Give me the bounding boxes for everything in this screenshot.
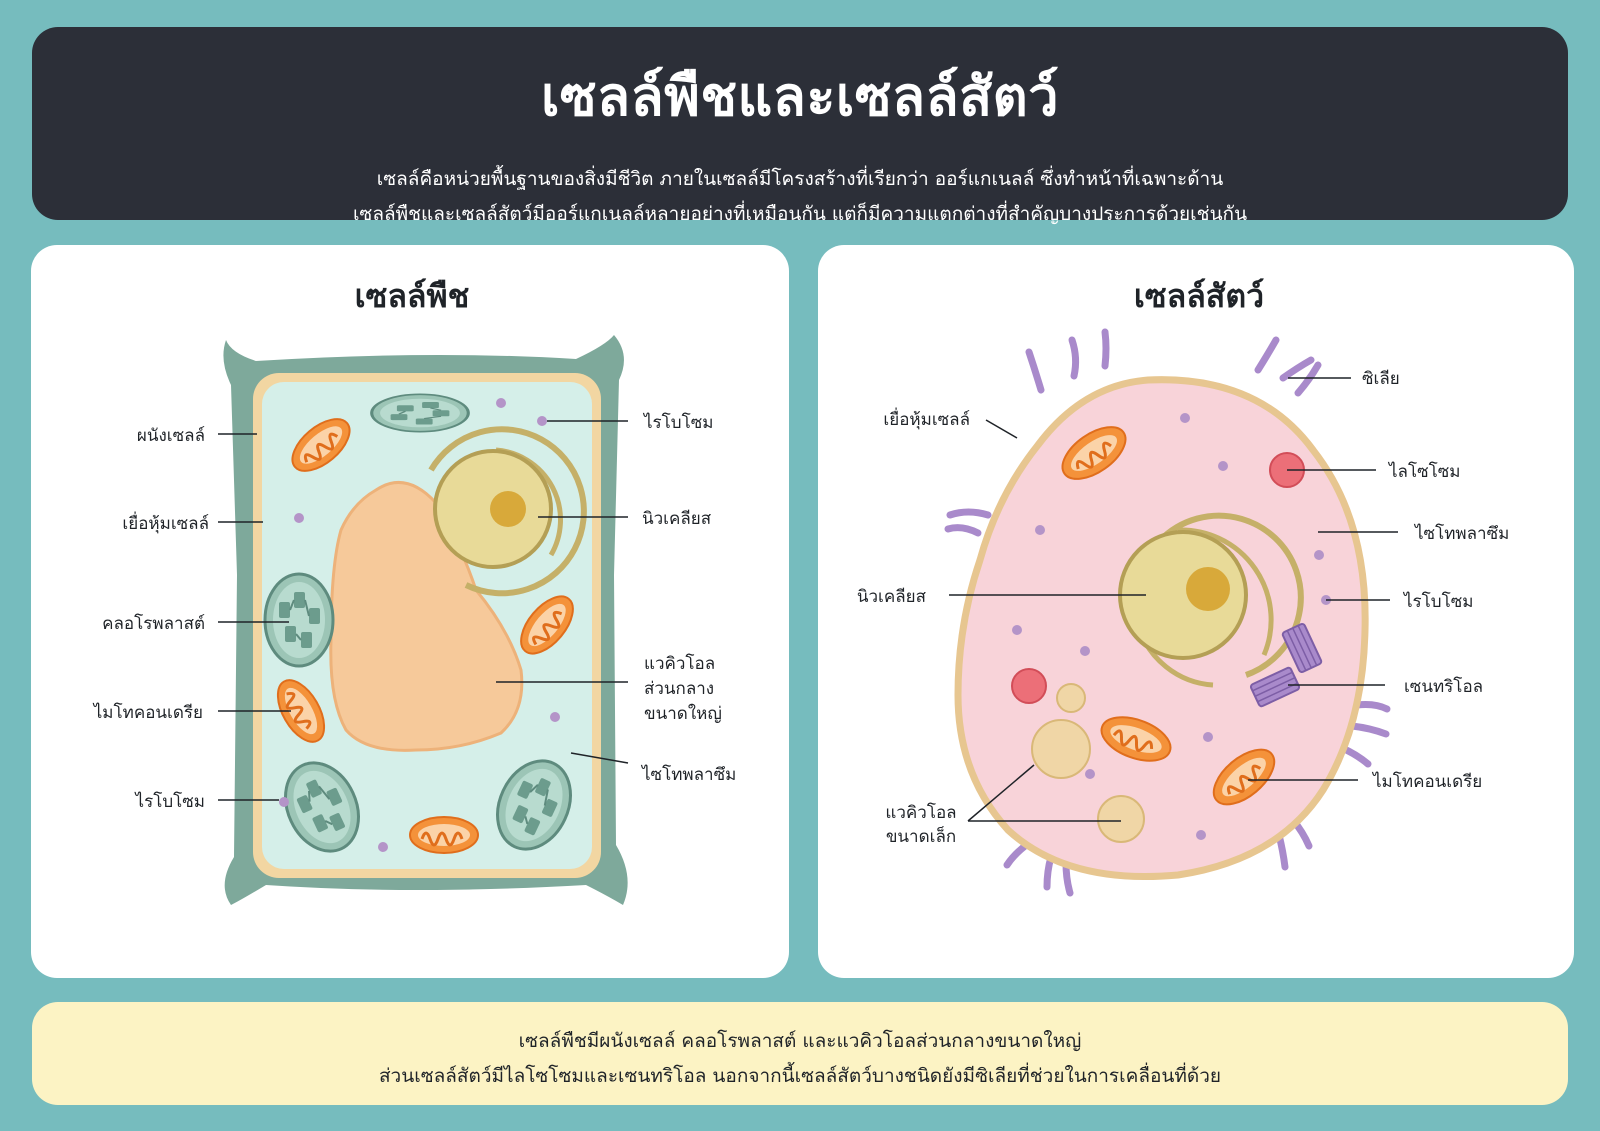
subtitle-line-2: เซลล์พืชและเซลล์สัตว์มีออร์แกเนลล์หลายอย… xyxy=(352,203,1248,225)
header-banner: เซลล์พืชและเซลล์สัตว์ เซลล์คือหน่วยพื้นฐ… xyxy=(32,27,1568,225)
animal-ribosomes xyxy=(1012,413,1331,840)
animal-lysosome xyxy=(1011,668,1047,704)
label-vacuole-2: ส่วนกลาง xyxy=(644,679,714,699)
plant-leader-lines xyxy=(218,420,629,801)
label-cytoplasm: ไซโทพลาซึม xyxy=(1413,523,1509,544)
label-vacuole-1: แวคิวโอล xyxy=(885,802,956,823)
summary-line-2: ส่วนเซลล์สัตว์มีไลโซโซมและเซนทริโอล นอกจ… xyxy=(378,1065,1222,1087)
label-ribosome-right: ไรโบโซม xyxy=(642,412,713,433)
label-cytoplasm: ไซโทพลาซึม xyxy=(640,764,736,785)
label-lysosome: ไลโซโซม xyxy=(1387,461,1461,482)
animal-cell-title: เซลล์สัตว์ xyxy=(1134,277,1264,315)
label-nucleus: นิวเคลียส xyxy=(642,509,712,529)
label-vacuole-3: ขนาดใหญ่ xyxy=(644,703,722,724)
page-title: เซลล์พืชและเซลล์สัตว์ xyxy=(540,65,1060,128)
plant-ribosomes xyxy=(279,398,560,852)
plant-chloroplast xyxy=(263,572,335,668)
label-cell-wall: ผนังเซลล์ xyxy=(137,426,205,446)
summary-line-1: เซลล์พืชมีผนังเซลล์ คลอโรพลาสต์ และแวคิว… xyxy=(518,1030,1082,1052)
label-ribosome: ไรโบโซม xyxy=(1402,591,1473,612)
animal-vacuole xyxy=(1031,719,1091,779)
label-vacuole-2: ขนาดเล็ก xyxy=(886,825,956,847)
plant-nucleus xyxy=(428,426,587,597)
label-cell-membrane: เยื่อหุ้มเซลล์ xyxy=(122,511,209,534)
plant-mitochondria xyxy=(408,815,480,855)
label-nucleus: นิวเคลียส xyxy=(857,587,927,607)
plant-cell-diagram: เซลล์พืช xyxy=(92,277,736,905)
animal-cell-panel: เซลล์สัตว์ xyxy=(818,245,1574,978)
summary-footer: เซลล์พืชมีผนังเซลล์ คลอโรพลาสต์ และแวคิว… xyxy=(32,1002,1568,1105)
label-chloroplast: คลอโรพลาสต์ xyxy=(102,613,205,634)
label-ribosome-left: ไรโบโซม xyxy=(134,791,205,812)
label-vacuole-1: แวคิวโอล xyxy=(644,653,715,674)
subtitle-line-1: เซลล์คือหน่วยพื้นฐานของสิ่งมีชีวิต ภายใน… xyxy=(376,168,1224,190)
label-cell-membrane: เยื่อหุ้มเซลล์ xyxy=(883,407,970,430)
animal-leader-lines xyxy=(949,377,1398,822)
plant-cell-title: เซลล์พืช xyxy=(355,277,470,315)
label-centriole: เซนทริโอล xyxy=(1404,676,1483,697)
animal-vacuole xyxy=(1056,683,1086,713)
animal-cell-diagram: เซลล์สัตว์ xyxy=(857,277,1509,897)
animal-centriole xyxy=(1249,622,1323,708)
label-cilia: ซิเลีย xyxy=(1362,369,1400,389)
plant-cell-panel: เซลล์พืช xyxy=(31,245,789,978)
label-mitochondria: ไมโทคอนเดรีย xyxy=(92,702,203,723)
animal-vacuole xyxy=(1097,795,1145,843)
plant-chloroplast xyxy=(370,392,470,434)
animal-nucleus xyxy=(1118,512,1304,688)
label-mitochondria: ไมโทคอนเดรีย xyxy=(1371,771,1482,792)
